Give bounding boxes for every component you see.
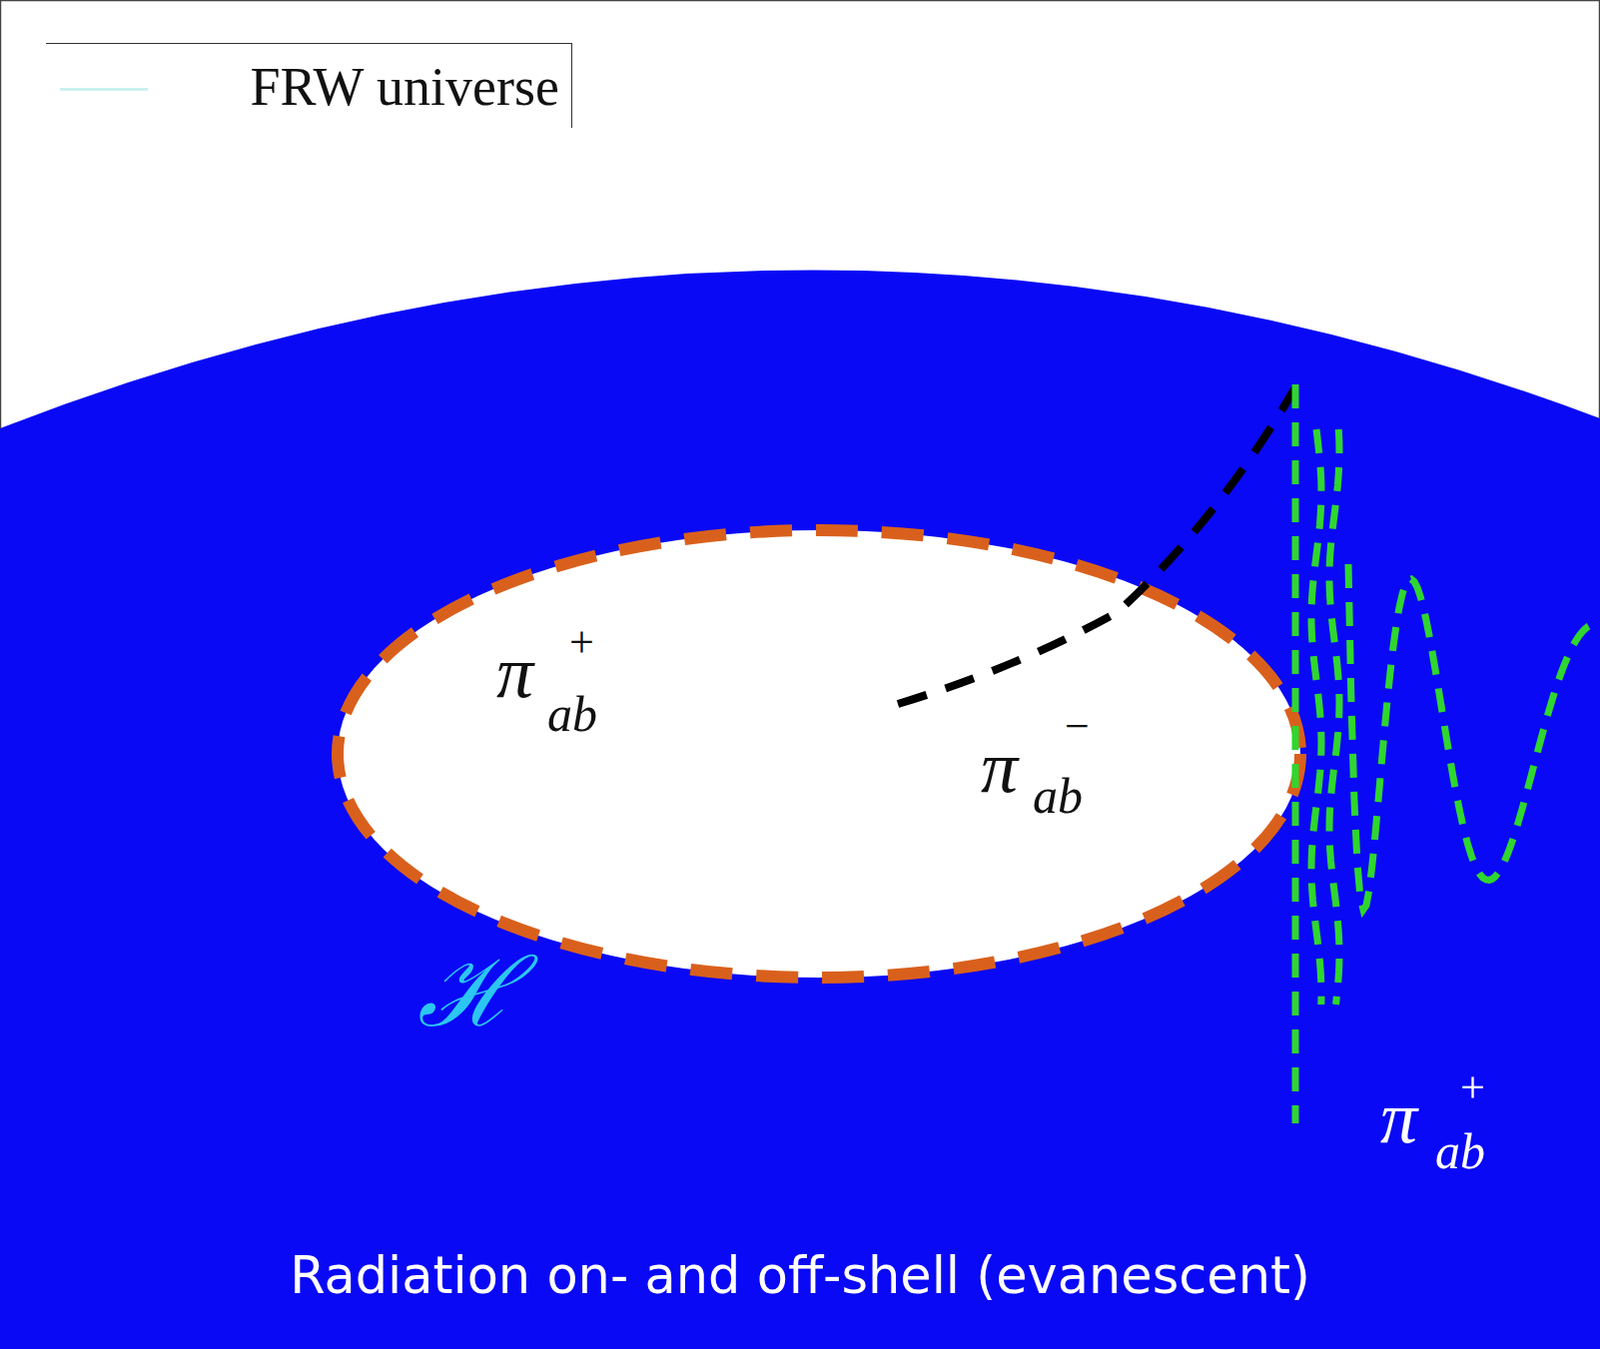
horizon-outline: [337, 530, 1301, 978]
wave-stroke: [1329, 429, 1340, 1005]
horizon-interior: [337, 530, 1301, 978]
legend-line-sample: [59, 87, 148, 91]
superscript: +: [569, 621, 595, 666]
subscript: ab: [547, 689, 598, 740]
superscript: −: [1064, 705, 1090, 750]
wave-stroke: [1311, 429, 1322, 1005]
radiation-waves: [1295, 384, 1600, 1124]
subscript: ab: [1435, 1126, 1486, 1177]
symbol-pi: π: [980, 730, 1018, 804]
ray-line: [897, 387, 1296, 705]
superscript: +: [1460, 1066, 1486, 1111]
symbol-pi: π: [496, 635, 534, 710]
horizon-label: ℋ: [417, 944, 520, 1041]
subscript: ab: [1032, 771, 1083, 821]
legend-text: FRW universe: [250, 59, 561, 114]
frw-region: [0, 269, 1600, 1349]
caption: Radiation on- and off-shell (evanescent): [0, 1250, 1600, 1302]
wave-stroke: [1348, 564, 1600, 910]
symbol-pi: π: [1380, 1080, 1418, 1155]
legend-box: FRW universe: [45, 42, 573, 128]
wave-stroke: [1292, 384, 1300, 1124]
